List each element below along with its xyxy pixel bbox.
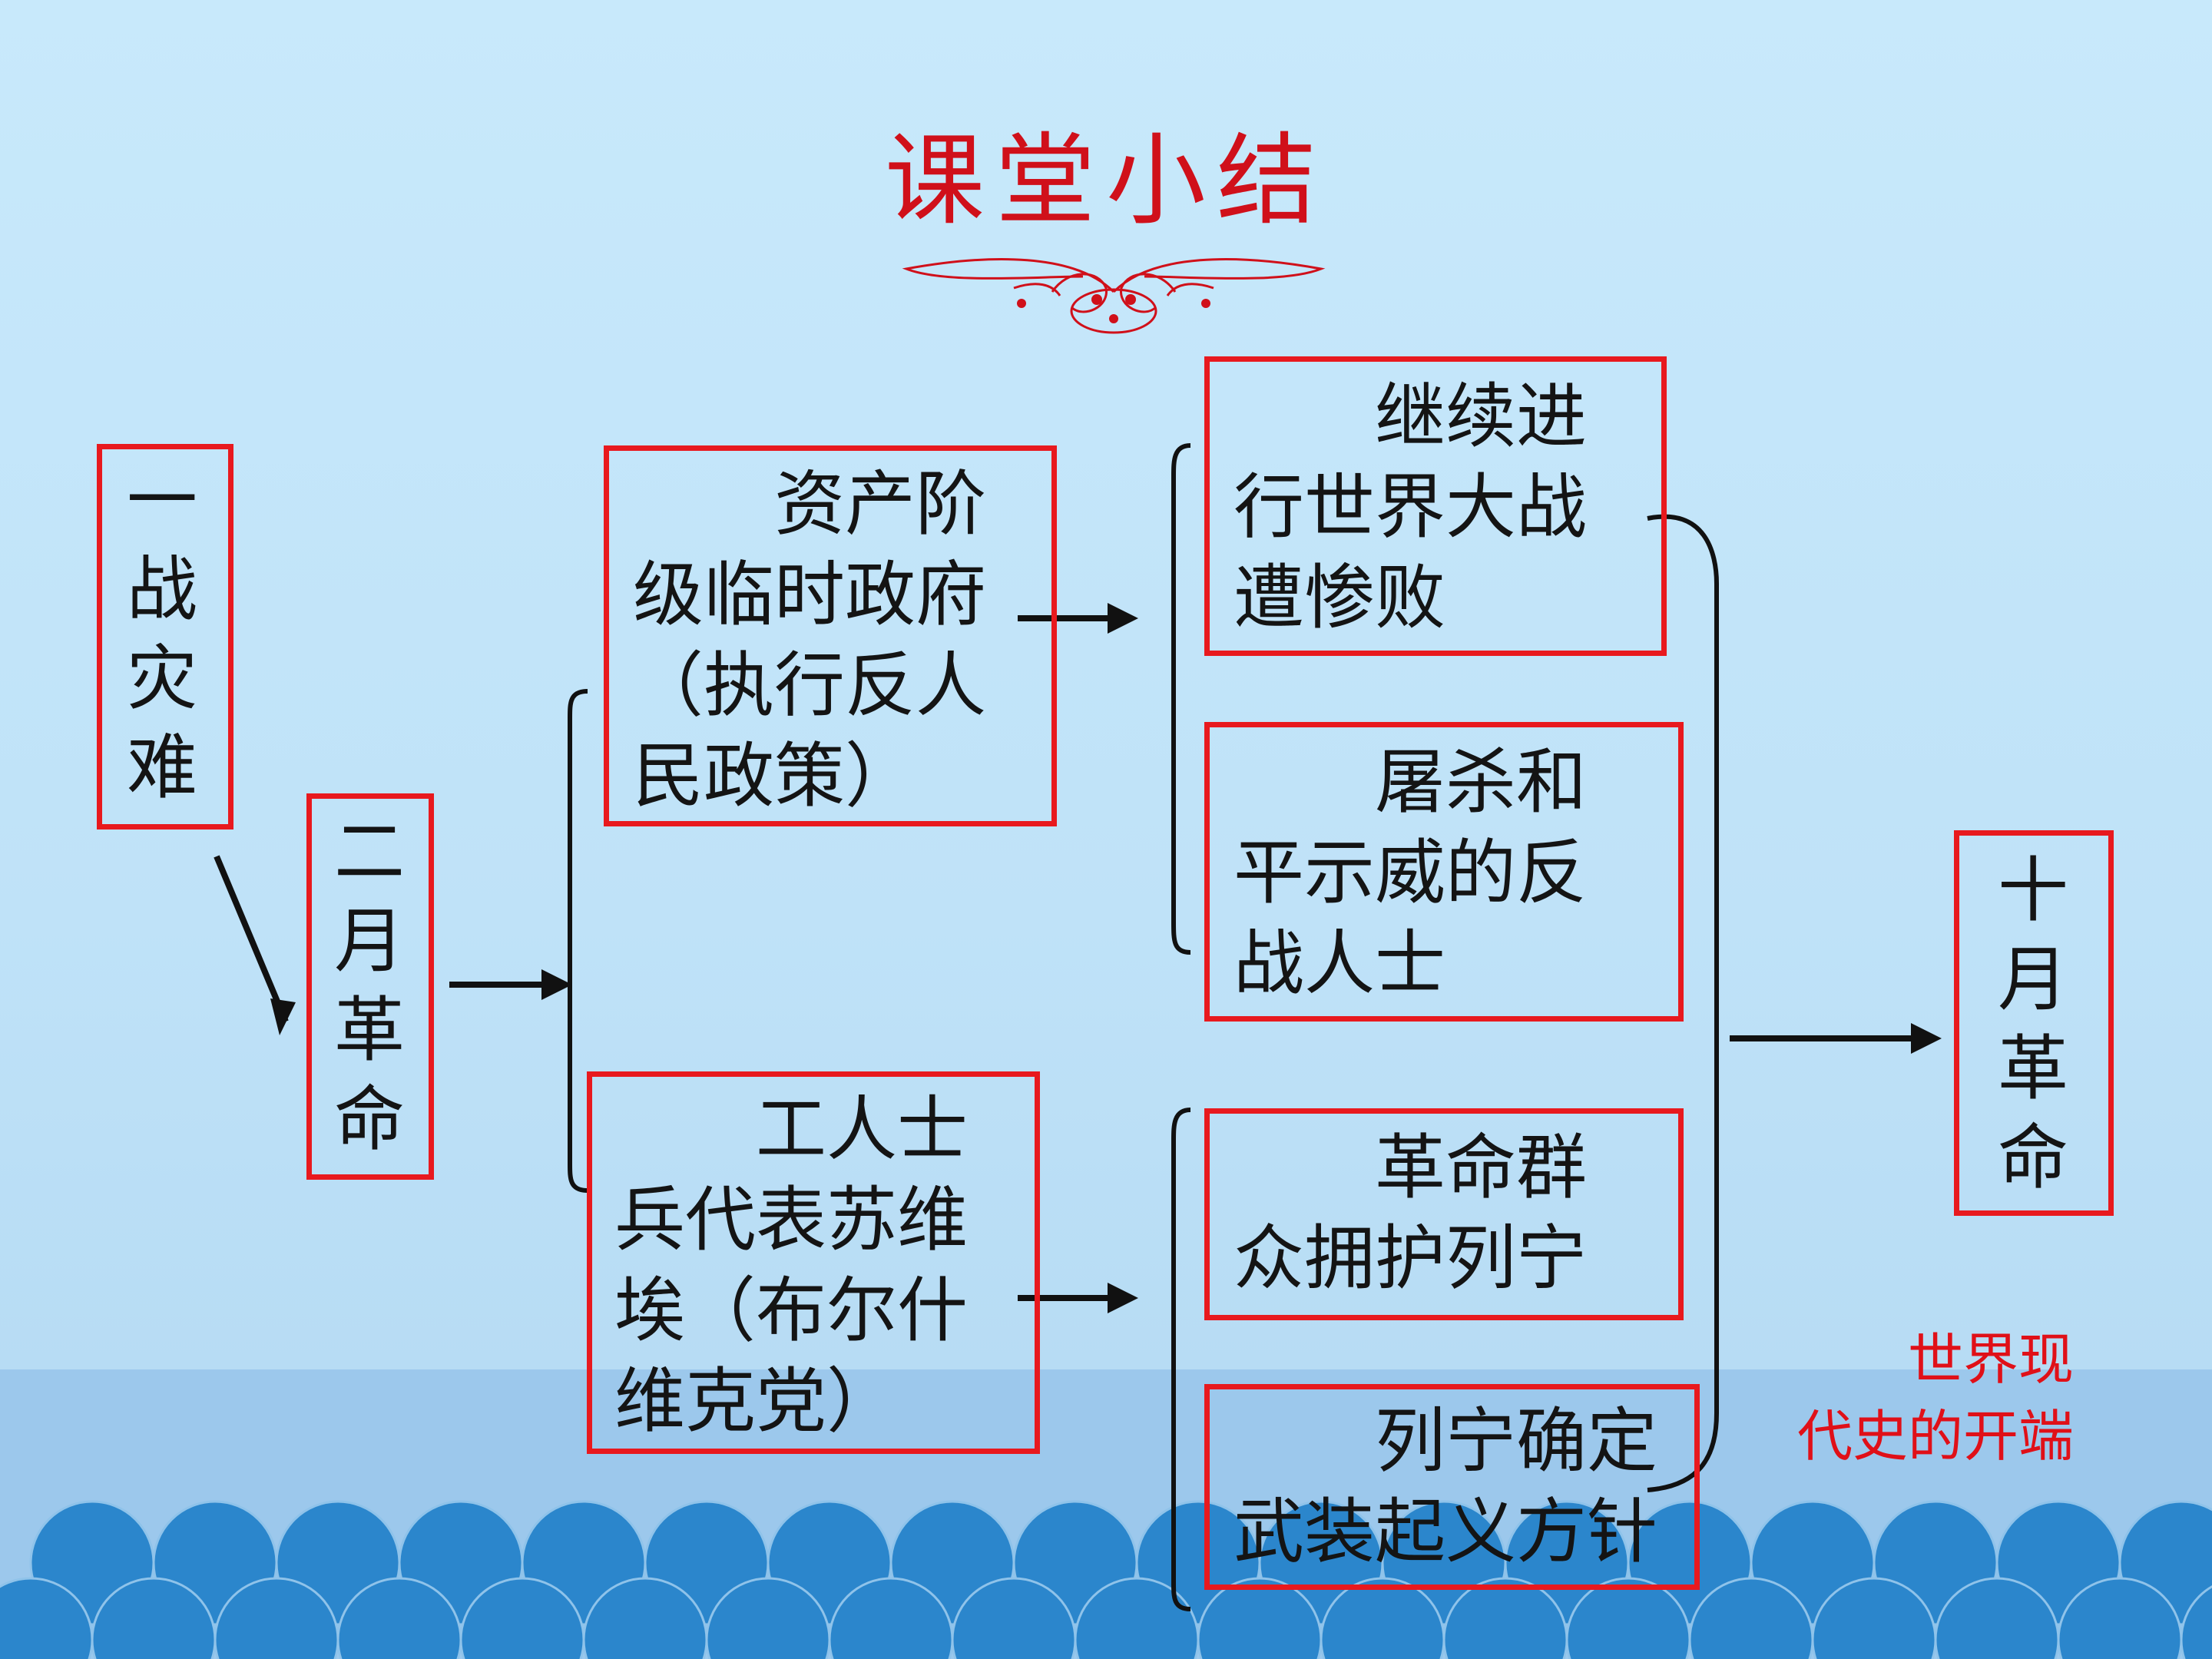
node-oct-revolution: 十月革命: [1997, 849, 2068, 1199]
brace-left: [568, 689, 588, 1193]
node-masses-support-box: [1204, 1108, 1684, 1320]
brace-lower: [1171, 1108, 1191, 1611]
page-title: 课堂小结: [884, 122, 1327, 239]
node-oct-revolution-box: [1954, 830, 2114, 1216]
title-ornament: [902, 258, 1326, 334]
node-feb-revolution: 二月革命: [333, 811, 405, 1161]
node-war-defeat: 继续进 行世界大战 遭惨败: [1233, 376, 1588, 639]
node-massacre: 屠杀和 平示威的反 战人士: [1233, 741, 1588, 1005]
node-provisional-gov: 资产阶 级临时政府 （执行反人 民政策）: [633, 463, 987, 817]
node-wwi-disaster: 一战灾难: [126, 459, 197, 809]
node-soviet-box: [587, 1071, 1040, 1454]
node-massacre-box: [1204, 722, 1684, 1022]
wave-circle: [2180, 1584, 2212, 1659]
node-soviet: 工人士 兵代表苏维 埃（布尔什 维克党）: [614, 1088, 969, 1442]
brace-right: [1647, 514, 1719, 1492]
node-lenin-policy: 列宁确定 武装起义方针: [1233, 1400, 1658, 1573]
node-provisional-gov-box: [604, 445, 1057, 826]
node-war-defeat-box: [1204, 356, 1667, 656]
node-masses-support: 革命群 众拥护列宁: [1233, 1127, 1588, 1300]
note-world-modern-history: 世界现 代史的开端: [1796, 1327, 2074, 1469]
arrow-wwi-to-feb: [214, 855, 289, 1023]
node-wwi-disaster-box: [97, 444, 233, 830]
brace-upper: [1171, 443, 1191, 955]
node-lenin-policy-box: [1204, 1384, 1700, 1590]
node-feb-revolution-box: [306, 793, 434, 1180]
